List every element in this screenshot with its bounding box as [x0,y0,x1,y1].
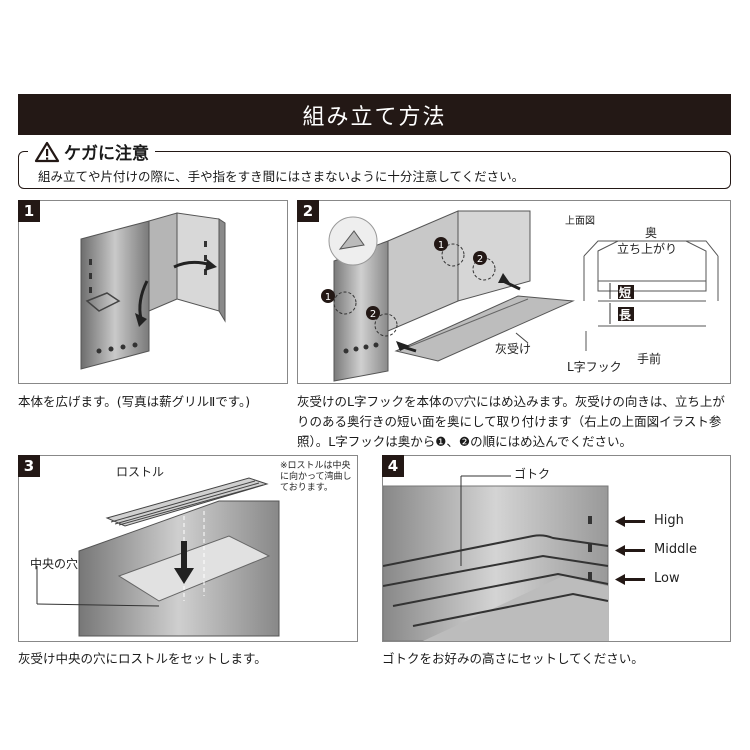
rostle-set-illustration [36,477,280,637]
step-1-number: 1 [18,200,40,222]
gotoku-height-illustration [383,475,645,641]
back-label: 奥 [645,226,658,240]
svg-text:1: 1 [438,240,444,251]
warning-icon [34,141,60,162]
tray-label: 灰受け [495,342,532,356]
step-3-description: 灰受け中央の穴にロストルをセットします。 [18,651,267,666]
step-2-description: 灰受けのL字フックを本体の▽穴にはめ込みます。灰受けの向きは、立ち上がりのある奥… [297,394,725,449]
front-label: 手前 [637,352,662,366]
rostle-note: ※ロストルは中央に向かって湾曲しております。 [280,461,352,493]
level-middle: Middle [654,542,697,557]
step-3-photo [18,455,358,642]
long-label: 長 [619,308,632,322]
caution-box: ケガに注意 組み立てや片付けの際に、手や指をすき間にはさまないように十分注意して… [18,139,731,189]
caution-frame [18,151,731,189]
rostle-label: ロストル [116,465,165,479]
page-title: 組み立て方法 [302,104,447,130]
svg-text:1: 1 [325,292,331,303]
caution-text: 組み立てや片付けの際に、手や指をすき間にはさまないように十分注意してください。 [38,169,525,184]
hook-label: L字フック [567,360,622,374]
level-high: High [654,513,684,528]
step-2: 1 2 1 2 2 灰受け L字フック 上面図 奥 立ち上がり 短 長 手前 [297,200,731,385]
step-2-photo: 1 2 1 2 [297,200,731,384]
svg-text:2: 2 [370,309,376,320]
step-3: 3 ロストル 中央の穴 ※ロストルは中央に向かって湾曲しております。 [18,455,358,643]
step-4: 4 ゴトク High Middle Low [382,455,731,643]
ash-tray-attach-illustration: 1 2 1 2 [321,210,719,382]
caution-heading: ケガに注意 [28,139,155,164]
step-1: 1 [18,200,288,385]
step-4-photo [382,455,731,642]
step-1-description: 本体を広げます。(写真は薪グリルⅡです。) [18,394,251,409]
svg-text:2: 2 [477,254,483,265]
gotoku-label: ゴトク [514,467,551,481]
level-low: Low [654,571,680,586]
step-1-photo [18,200,288,384]
title-banner: 組み立て方法 [18,94,731,135]
riser-label: 立ち上がり [617,242,678,256]
step-2-number: 2 [297,200,319,222]
step-3-number: 3 [18,455,40,477]
grill-unfolding-illustration [80,212,226,370]
center-hole-label: 中央の穴 [30,557,79,571]
top-view-title: 上面図 [565,216,595,227]
step-4-number: 4 [382,455,404,477]
caution-heading-text: ケガに注意 [64,144,149,164]
step-4-description: ゴトクをお好みの高さにセットしてください。 [382,651,644,666]
short-label: 短 [619,286,632,300]
